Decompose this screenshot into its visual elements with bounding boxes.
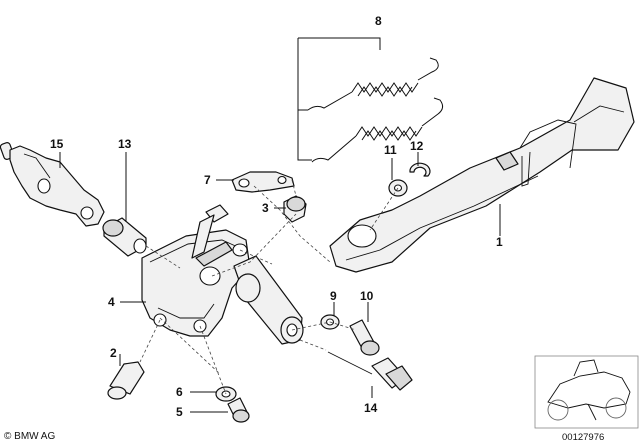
label-1: 1 (496, 235, 503, 249)
part-labels: 1 2 3 4 5 6 7 8 9 10 11 12 13 14 15 (50, 14, 503, 419)
label-7: 7 (204, 173, 211, 187)
drawing-number: 00127976 (562, 432, 605, 443)
pivot-tube (233, 255, 304, 345)
part-12-circlip[interactable] (409, 162, 431, 177)
part-10-bolt[interactable] (349, 319, 380, 356)
part-4-bracket[interactable] (141, 204, 251, 337)
label-5: 5 (176, 405, 183, 419)
motorcycle-locator-thumbnail (534, 355, 639, 429)
label-2: 2 (110, 346, 117, 360)
label-15: 15 (50, 137, 64, 151)
label-3: 3 (262, 201, 269, 215)
part-13-bushing[interactable] (102, 217, 147, 257)
part-15-link-rod[interactable] (0, 142, 105, 227)
label-14: 14 (364, 401, 378, 415)
label-11: 11 (384, 143, 397, 157)
assembly-lines (139, 179, 399, 395)
copyright-text: © BMW AG (4, 431, 56, 442)
label-12: 12 (410, 139, 424, 153)
label-6: 6 (176, 385, 183, 399)
part-1-side-stand[interactable] (329, 77, 635, 273)
label-8: 8 (375, 14, 382, 28)
label-13: 13 (118, 137, 132, 151)
part-8-springs[interactable] (307, 57, 444, 163)
label-10: 10 (360, 289, 374, 303)
label-4: 4 (108, 295, 115, 309)
part-3-sleeve[interactable] (283, 195, 307, 223)
part-5-bolt[interactable] (227, 397, 250, 423)
part-7-hook-plate[interactable] (231, 171, 295, 193)
leader-lines (59, 37, 501, 413)
part-2-pin[interactable] (107, 361, 145, 400)
part-14-long-bolt[interactable] (327, 351, 413, 391)
label-9: 9 (330, 289, 337, 303)
